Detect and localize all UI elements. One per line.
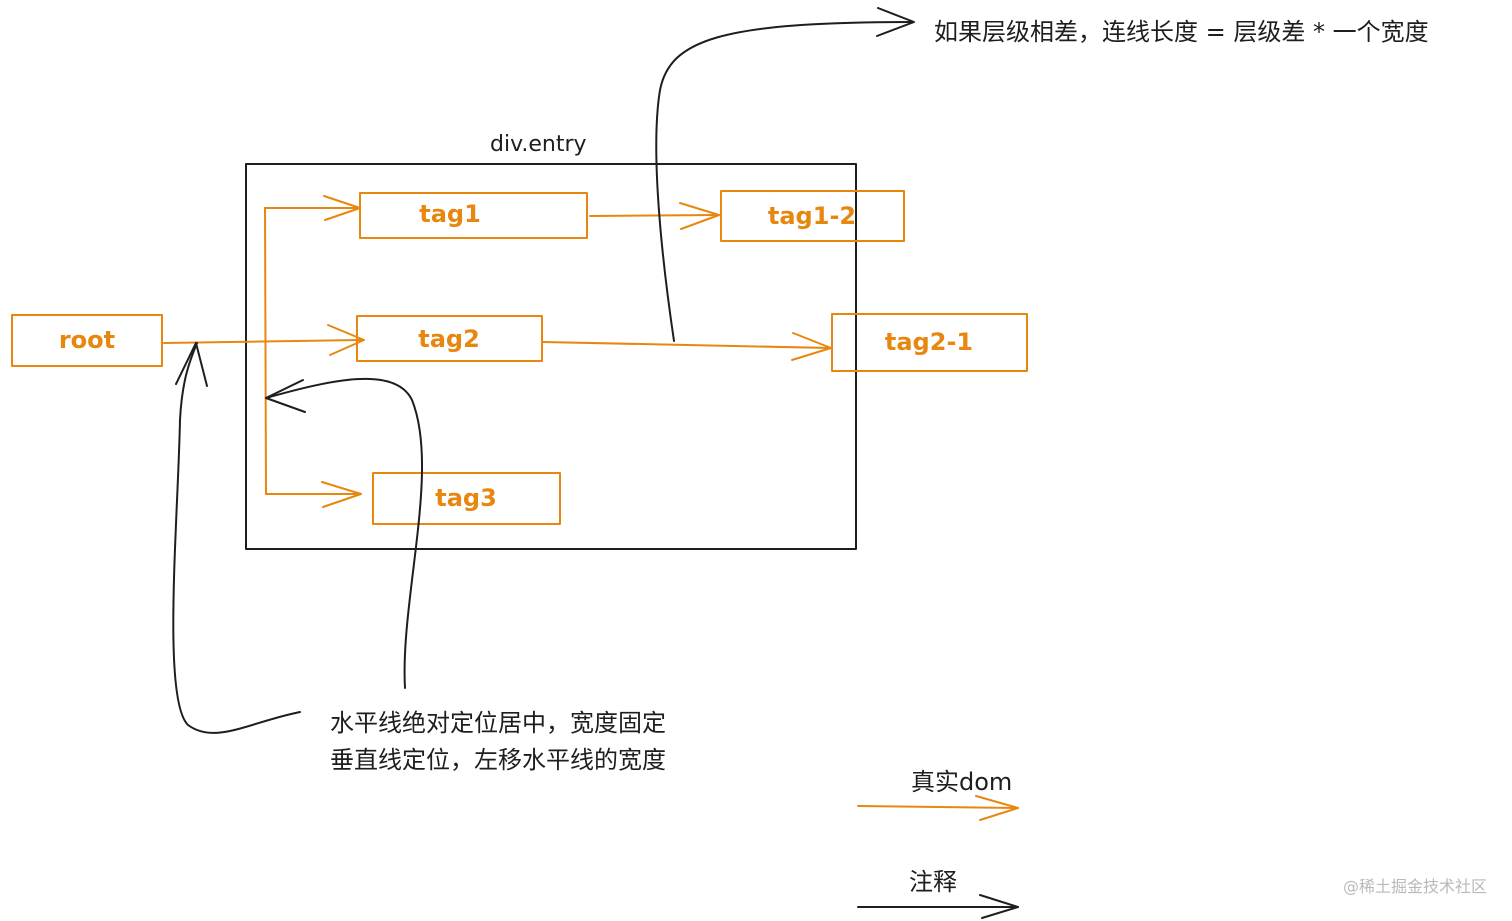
- annotation-top-right: 如果层级相差，连线长度 = 层级差 * 一个宽度: [934, 18, 1429, 46]
- container-entry: [245, 163, 857, 550]
- annotation-bottom-line2: 垂直线定位，左移水平线的宽度: [330, 746, 666, 774]
- node-tag2-label: tag2: [418, 325, 480, 353]
- node-tag2: tag2: [356, 315, 543, 362]
- node-root: root: [11, 314, 163, 367]
- annotation-bottom-line1: 水平线绝对定位居中，宽度固定: [330, 709, 666, 737]
- watermark: @稀土掘金技术社区: [1343, 877, 1487, 896]
- edge-trunk-tag3: [265, 481, 362, 508]
- legend-note-label: 注释: [909, 868, 957, 896]
- node-tag1: tag1: [359, 192, 588, 239]
- node-tag1-label: tag1: [419, 200, 481, 228]
- annotation-arrow-left: [172, 342, 301, 734]
- legend-real-dom-label: 真实dom: [911, 768, 1012, 796]
- node-tag2-1-label: tag2-1: [885, 328, 973, 356]
- node-tag1-2: tag1-2: [720, 190, 905, 242]
- node-tag1-2-label: tag1-2: [768, 202, 856, 230]
- legend-real-dom: 真实dom: [857, 768, 1019, 821]
- annotation-arrow-middle: [265, 377, 424, 689]
- container-label: div.entry: [490, 132, 587, 157]
- edge-trunk-tag1: [264, 195, 361, 221]
- edge-tag2-tag2-1: [542, 332, 832, 361]
- node-tag3-label: tag3: [435, 484, 497, 512]
- node-tag2-1: tag2-1: [831, 313, 1028, 372]
- edge-vertical-trunk: [264, 207, 267, 495]
- annotation-arrow-top: [655, 7, 915, 342]
- legend-note: 注释: [857, 868, 1019, 919]
- node-root-label: root: [59, 326, 115, 354]
- node-tag3: tag3: [372, 472, 561, 525]
- edge-tag1-tag1-2: [589, 202, 720, 230]
